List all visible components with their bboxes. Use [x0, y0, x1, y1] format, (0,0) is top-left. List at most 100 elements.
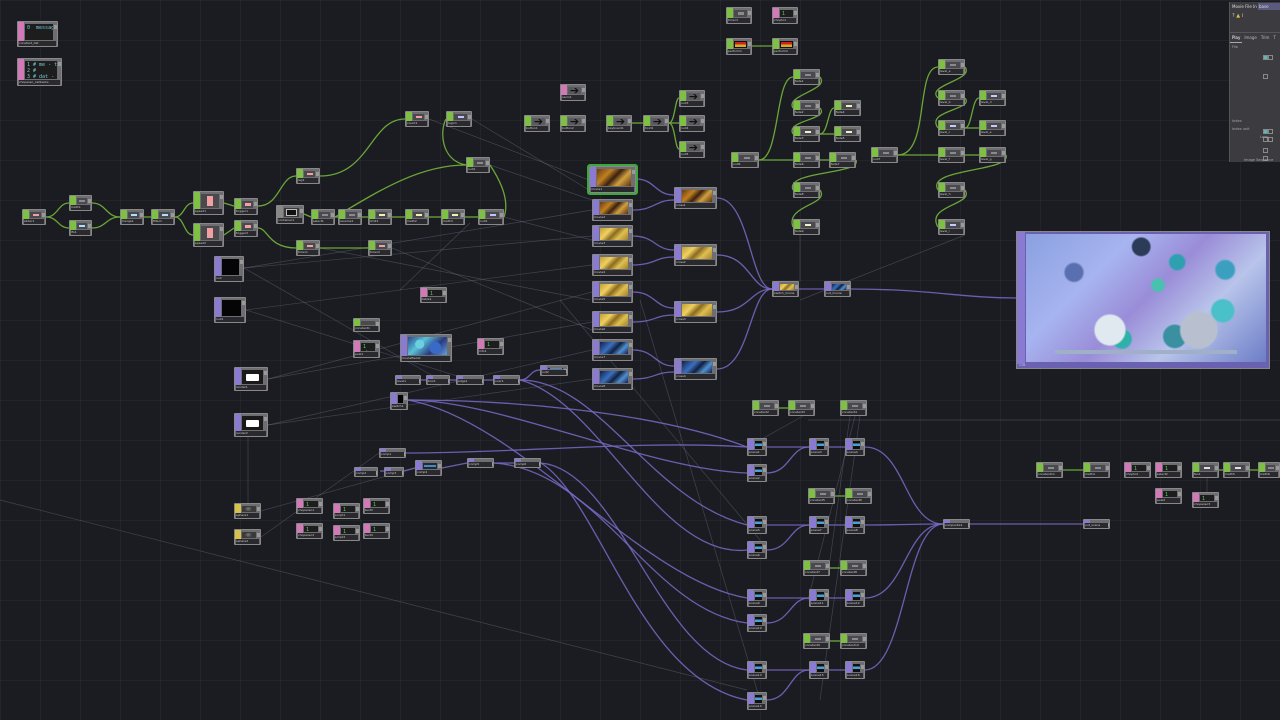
- node-d2[interactable]: 1 okeval1: [353, 340, 380, 358]
- node-q1[interactable]: scene1: [747, 438, 767, 456]
- output-connector[interactable]: [1246, 466, 1249, 470]
- output-connector[interactable]: [763, 618, 766, 622]
- node-da1[interactable]: ➔oscin1: [560, 84, 586, 101]
- output-connector[interactable]: [220, 227, 223, 231]
- node-v7[interactable]: movie7: [592, 339, 633, 361]
- output-connector[interactable]: [438, 464, 441, 468]
- output-connector[interactable]: [961, 151, 964, 155]
- output-connector[interactable]: [763, 520, 766, 524]
- node-t_black2[interactable]: null1: [214, 297, 246, 323]
- output-connector[interactable]: [825, 593, 828, 597]
- node-ca1[interactable]: ➔button1: [524, 115, 550, 132]
- output-connector[interactable]: [443, 291, 446, 295]
- output-connector[interactable]: [861, 520, 864, 524]
- output-connector[interactable]: [1002, 94, 1005, 98]
- node-tc2[interactable]: comp2: [354, 467, 378, 477]
- node-c14[interactable]: select1: [311, 209, 335, 225]
- node-g5[interactable]: fade4: [834, 100, 861, 116]
- node-tb2[interactable]: blur1: [426, 375, 450, 385]
- node-g8[interactable]: fade7: [829, 152, 856, 168]
- output-connector[interactable]: [961, 186, 964, 190]
- node-ca6[interactable]: ➔null4: [679, 115, 705, 132]
- node-c3[interactable]: lfo1: [69, 220, 92, 236]
- node-h6[interactable]: level_e: [979, 120, 1006, 136]
- output-connector[interactable]: [748, 42, 751, 46]
- node-tb3[interactable]: edge1: [456, 375, 484, 385]
- output-connector[interactable]: [961, 63, 964, 67]
- output-connector[interactable]: [42, 213, 45, 217]
- output-connector[interactable]: [220, 195, 223, 199]
- node-r2[interactable]: math4: [1083, 462, 1110, 478]
- node-g1[interactable]: null6: [731, 152, 759, 168]
- output-connector[interactable]: [54, 25, 57, 29]
- node-r9[interactable]: 1 okchopexec3: [1192, 492, 1219, 508]
- output-connector[interactable]: [825, 520, 828, 524]
- node-g6[interactable]: fade5: [834, 126, 861, 142]
- node-t_noise[interactable]: moviefilein0: [400, 334, 452, 362]
- output-connector[interactable]: [254, 224, 257, 228]
- output-connector[interactable]: [171, 213, 174, 217]
- output-connector[interactable]: [825, 442, 828, 446]
- output-connector[interactable]: [894, 151, 897, 155]
- output-connector[interactable]: [1147, 466, 1150, 470]
- output-connector[interactable]: [629, 229, 632, 233]
- output-connector[interactable]: [376, 344, 379, 348]
- output-connector[interactable]: [257, 533, 260, 537]
- output-connector[interactable]: [486, 161, 489, 165]
- output-connector[interactable]: [713, 305, 716, 309]
- node-c9[interactable]: trigger2: [234, 220, 258, 237]
- output-connector[interactable]: [632, 170, 635, 174]
- output-connector[interactable]: [376, 322, 379, 326]
- output-connector[interactable]: [961, 124, 964, 128]
- output-connector[interactable]: [1002, 151, 1005, 155]
- node-q9[interactable]: scene9: [747, 589, 767, 607]
- node-h1[interactable]: null7: [871, 147, 898, 163]
- output-connector[interactable]: [257, 507, 260, 511]
- python-icon[interactable]: ▲: [1236, 13, 1241, 19]
- tab-more[interactable]: T: [1273, 35, 1276, 40]
- node-x4[interactable]: cross4: [674, 358, 717, 380]
- output-connector[interactable]: [88, 199, 91, 203]
- index-controls[interactable]: [1263, 119, 1277, 153]
- node-ca7[interactable]: ➔null5: [679, 141, 705, 158]
- node-tc6[interactable]: comp6: [514, 458, 541, 468]
- node-c12[interactable]: logic1: [446, 111, 472, 127]
- node-c20[interactable]: timer1: [296, 240, 320, 256]
- node-r6[interactable]: math5: [1223, 462, 1250, 478]
- node-g4[interactable]: fade3: [793, 126, 820, 142]
- output-connector[interactable]: [1215, 466, 1218, 470]
- node-c8[interactable]: trigger1: [234, 198, 258, 215]
- output-connector[interactable]: [863, 564, 866, 568]
- node-t_white1[interactable]: render1: [234, 367, 268, 391]
- output-connector[interactable]: [775, 404, 778, 408]
- output-connector[interactable]: [316, 172, 319, 176]
- node-sw1[interactable]: switch_movie: [772, 281, 799, 297]
- node-c2[interactable]: math1: [69, 195, 92, 211]
- node-tb4[interactable]: over1: [493, 375, 520, 385]
- node-c21[interactable]: timer2: [368, 240, 392, 256]
- node-t_white2[interactable]: render2: [234, 413, 268, 437]
- output-connector[interactable]: [826, 637, 829, 641]
- node-c17[interactable]: math2: [405, 209, 429, 225]
- node-q14[interactable]: scene14: [747, 692, 767, 710]
- node-name-field[interactable]: base: [1258, 3, 1280, 10]
- node-v2[interactable]: movie2: [592, 199, 633, 221]
- node-s2[interactable]: sphere2: [234, 529, 261, 545]
- node-mix[interactable]: composite1: [943, 519, 970, 529]
- output-connector[interactable]: [857, 130, 860, 134]
- tab-trim[interactable]: Trim: [1260, 35, 1270, 40]
- node-v5[interactable]: movie5: [592, 281, 633, 303]
- output-connector[interactable]: [763, 442, 766, 446]
- output-connector[interactable]: [546, 119, 549, 123]
- file-controls[interactable]: [1263, 45, 1277, 79]
- node-c18[interactable]: math3: [441, 209, 465, 225]
- output-connector[interactable]: [861, 442, 864, 446]
- output-connector[interactable]: [629, 203, 632, 207]
- node-r7[interactable]: math6: [1258, 462, 1280, 478]
- node-t_sw[interactable]: switch1: [390, 392, 408, 410]
- output-connector[interactable]: [831, 492, 834, 496]
- output-connector[interactable]: [629, 315, 632, 319]
- node-ca2[interactable]: ➔button2: [560, 115, 586, 132]
- output-connector[interactable]: [816, 223, 819, 227]
- output-connector[interactable]: [795, 285, 798, 289]
